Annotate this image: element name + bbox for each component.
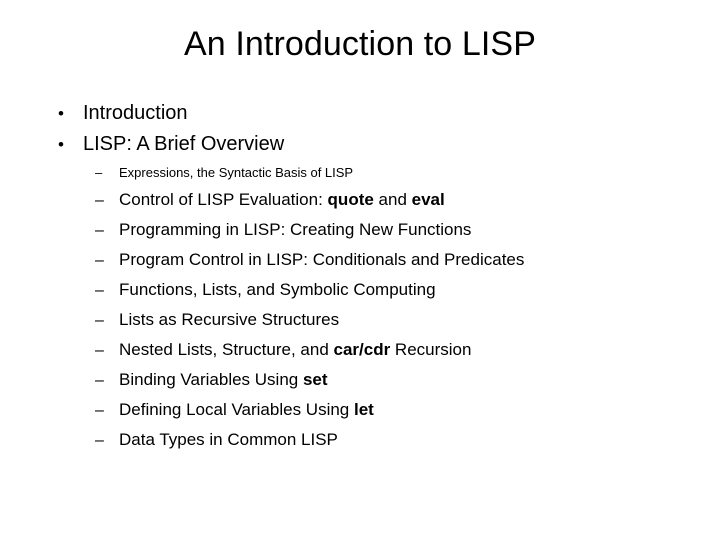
sub-bullet-item: –Lists as Recursive Structures — [0, 305, 720, 335]
sub-bullet-item: –Programming in LISP: Creating New Funct… — [0, 215, 720, 245]
bullet-text: Functions, Lists, and Symbolic Computing — [119, 280, 436, 299]
dash-marker-icon: – — [95, 402, 104, 419]
bullet-marker-icon: • — [58, 104, 64, 123]
bullet-text: Introduction — [83, 102, 188, 124]
bullet-text: LISP: A Brief Overview — [83, 133, 285, 155]
sub-bullet-item: –Program Control in LISP: Conditionals a… — [0, 245, 720, 275]
bullet-text: Expressions, the Syntactic Basis of LISP — [119, 165, 354, 180]
page-title: An Introduction to LISP — [184, 25, 536, 63]
bullet-text: Defining Local Variables Using let — [119, 400, 374, 419]
bullet-marker-icon: • — [58, 135, 64, 154]
dash-marker-icon: – — [95, 282, 104, 299]
dash-marker-icon: – — [95, 222, 104, 239]
dash-marker-icon: – — [95, 432, 104, 449]
bullet-item: • Introduction — [0, 98, 720, 129]
sub-bullet-item: –Nested Lists, Structure, and car/cdr Re… — [0, 335, 720, 365]
bullet-text: Binding Variables Using set — [119, 370, 328, 389]
bullet-text: Programming in LISP: Creating New Functi… — [119, 220, 472, 239]
bullet-text: Program Control in LISP: Conditionals an… — [119, 250, 525, 269]
sub-bullet-item: –Binding Variables Using set — [0, 365, 720, 395]
sub-bullet-item: –Data Types in Common LISP — [0, 425, 720, 455]
bullet-text: Data Types in Common LISP — [119, 430, 338, 449]
dash-marker-icon: – — [95, 312, 104, 329]
bullet-item: • LISP: A Brief Overview — [0, 129, 720, 160]
bullet-text: Lists as Recursive Structures — [119, 310, 340, 329]
sub-bullet-item: –Defining Local Variables Using let — [0, 395, 720, 425]
sub-bullet-item: – Expressions, the Syntactic Basis of LIS… — [0, 160, 720, 185]
outline-list: •Introduction•LISP: A Brief Overview–Exp… — [0, 98, 720, 455]
bullet-text: Control of LISP Evaluation: quote and ev… — [119, 190, 445, 209]
dash-marker-icon: – — [95, 252, 104, 269]
dash-marker-icon: – — [95, 165, 103, 180]
dash-marker-icon: – — [95, 372, 104, 389]
sub-bullet-item: –Control of LISP Evaluation: quote and e… — [0, 185, 720, 215]
bullet-text: Nested Lists, Structure, and car/cdr Rec… — [119, 340, 472, 359]
sub-bullet-item: –Functions, Lists, and Symbolic Computin… — [0, 275, 720, 305]
dash-marker-icon: – — [95, 342, 104, 359]
dash-marker-icon: – — [95, 192, 104, 209]
